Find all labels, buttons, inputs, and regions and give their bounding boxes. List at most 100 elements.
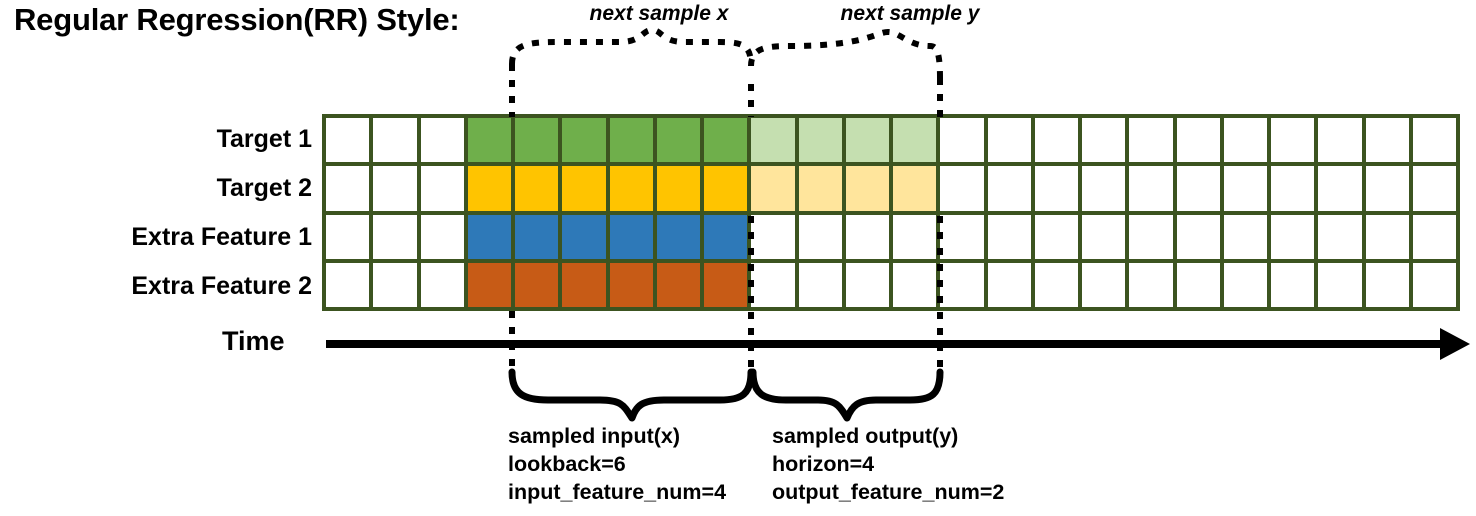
grid-cell-target-2-5 (515, 166, 559, 211)
annotation-label-next-sample-y: next sample y (840, 2, 980, 25)
grid-cell-extra-feature-2-16 (1034, 262, 1078, 307)
grid-cell-target-1-15 (987, 118, 1031, 163)
grid-cell-target-1-7 (609, 118, 653, 163)
grid-cell-extra-feature-2-18 (1129, 262, 1173, 307)
solid-brace-sampled-output (749, 368, 944, 422)
row-label-extra-feature-1: Extra Feature 1 (131, 222, 312, 251)
grid-cell-target-1-1 (326, 118, 370, 163)
grid-cell-extra-feature-2-15 (987, 262, 1031, 307)
grid-cell-target-2-21 (1271, 166, 1315, 211)
grid-cell-extra-feature-1-6 (562, 214, 606, 259)
right-arrow-icon (1440, 328, 1470, 360)
grid-cell-target-1-12 (845, 118, 889, 163)
grid-cell-target-1-5 (515, 118, 559, 163)
dotted-brace-next-sample-y (748, 28, 943, 79)
grid-cell-target-2-24 (1412, 166, 1456, 211)
grid-cell-target-2-4 (467, 166, 511, 211)
grid-cell-extra-feature-1-18 (1129, 214, 1173, 259)
grid-cell-extra-feature-2-14 (940, 262, 984, 307)
grid-cell-target-2-9 (704, 166, 748, 211)
grid-cell-extra-feature-1-12 (845, 214, 889, 259)
grid-cell-target-1-16 (1034, 118, 1078, 163)
grid-cell-extra-feature-2-17 (1082, 262, 1126, 307)
grid-cell-extra-feature-2-4 (467, 262, 511, 307)
grid-cell-target-2-3 (420, 166, 464, 211)
grid-cell-target-2-10 (751, 166, 795, 211)
grid-cell-target-2-19 (1176, 166, 1220, 211)
grid-cell-extra-feature-1-13 (893, 214, 937, 259)
grid-cell-extra-feature-2-12 (845, 262, 889, 307)
grid-cell-target-1-24 (1412, 118, 1456, 163)
grid-cell-target-1-11 (798, 118, 842, 163)
grid-cell-target-2-18 (1129, 166, 1173, 211)
grid-cell-target-2-17 (1082, 166, 1126, 211)
grid-cell-target-2-15 (987, 166, 1031, 211)
grid-cell-extra-feature-2-11 (798, 262, 842, 307)
dotted-brace-next-sample-x (509, 26, 754, 67)
page-title: Regular Regression(RR) Style: (14, 2, 460, 37)
grid-cell-extra-feature-2-21 (1271, 262, 1315, 307)
grid-cell-extra-feature-1-4 (467, 214, 511, 259)
grid-cell-target-2-1 (326, 166, 370, 211)
grid-cell-target-1-3 (420, 118, 464, 163)
grid-cell-target-1-20 (1223, 118, 1267, 163)
grid-cell-target-2-16 (1034, 166, 1078, 211)
grid-cell-target-2-7 (609, 166, 653, 211)
time-axis-label: Time (222, 326, 285, 356)
grid-cell-target-2-13 (893, 166, 937, 211)
grid-cell-extra-feature-1-8 (656, 214, 700, 259)
grid-cell-target-1-2 (373, 118, 417, 163)
row-label-column: Target 1 Target 2 Extra Feature 1 Extra … (54, 115, 312, 311)
grid-cell-target-2-14 (940, 166, 984, 211)
grid-cell-extra-feature-2-1 (326, 262, 370, 307)
grid-cell-extra-feature-2-13 (893, 262, 937, 307)
annotation-text-sampled-input: sampled input(x) lookback=6 input_featur… (508, 424, 727, 504)
grid-cell-extra-feature-2-3 (420, 262, 464, 307)
grid-cell-target-2-2 (373, 166, 417, 211)
grid-cell-extra-feature-1-15 (987, 214, 1031, 259)
grid-cell-target-2-12 (845, 166, 889, 211)
grid-cell-extra-feature-1-23 (1365, 214, 1409, 259)
grid-cell-extra-feature-2-24 (1412, 262, 1456, 307)
grid-cell-target-1-10 (751, 118, 795, 163)
grid-cell-target-1-8 (656, 118, 700, 163)
annotation-text-sampled-output: sampled output(y) horizon=4 output_featu… (772, 424, 1005, 504)
annotation-label-next-sample-x: next sample x (589, 2, 729, 25)
grid-cell-extra-feature-1-20 (1223, 214, 1267, 259)
grid-cell-extra-feature-1-3 (420, 214, 464, 259)
grid-cell-extra-feature-1-21 (1271, 214, 1315, 259)
grid-cell-extra-feature-1-22 (1318, 214, 1362, 259)
grid-cell-target-1-22 (1318, 118, 1362, 163)
grid-cell-target-1-14 (940, 118, 984, 163)
grid-cell-extra-feature-2-23 (1365, 262, 1409, 307)
time-axis (326, 328, 1470, 360)
time-grid (322, 114, 1460, 311)
solid-brace-sampled-input (508, 368, 755, 422)
grid-cell-extra-feature-2-9 (704, 262, 748, 307)
grid-cell-target-1-23 (1365, 118, 1409, 163)
grid-cell-target-1-21 (1271, 118, 1315, 163)
grid-cell-target-1-19 (1176, 118, 1220, 163)
grid-cell-extra-feature-2-10 (751, 262, 795, 307)
grid-cell-extra-feature-1-2 (373, 214, 417, 259)
grid-cell-extra-feature-1-7 (609, 214, 653, 259)
grid-cell-extra-feature-1-5 (515, 214, 559, 259)
grid-cell-target-1-9 (704, 118, 748, 163)
row-label-target-1: Target 1 (216, 124, 312, 153)
grid-cell-target-2-8 (656, 166, 700, 211)
grid-cell-target-1-6 (562, 118, 606, 163)
grid-cell-target-2-11 (798, 166, 842, 211)
grid-cell-extra-feature-2-2 (373, 262, 417, 307)
grid-cell-extra-feature-1-24 (1412, 214, 1456, 259)
grid-cell-target-2-20 (1223, 166, 1267, 211)
grid-cell-target-1-4 (467, 118, 511, 163)
grid-cell-extra-feature-2-22 (1318, 262, 1362, 307)
row-label-target-2: Target 2 (216, 173, 312, 202)
time-grid-container (322, 114, 1460, 311)
grid-cell-extra-feature-1-17 (1082, 214, 1126, 259)
grid-cell-extra-feature-1-11 (798, 214, 842, 259)
grid-cell-extra-feature-2-7 (609, 262, 653, 307)
grid-cell-target-2-6 (562, 166, 606, 211)
grid-cell-extra-feature-1-1 (326, 214, 370, 259)
